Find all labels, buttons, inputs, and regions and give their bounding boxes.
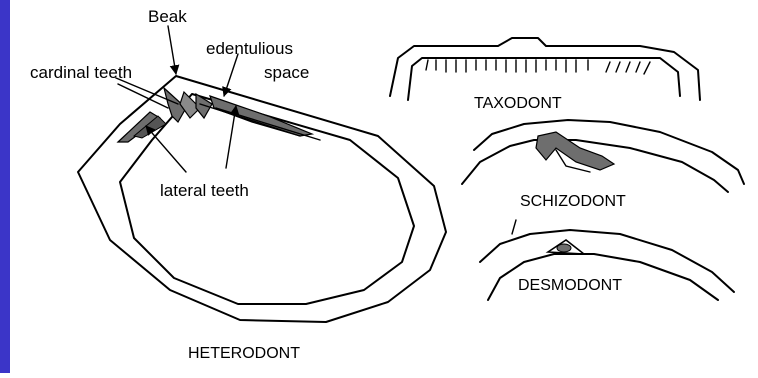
lateral-teeth-label: lateral teeth [160,181,249,200]
lateral-arrow [146,126,186,172]
desmodont-ligament-line [512,220,516,234]
left-accent-bar [0,0,10,373]
beak-label: Beak [148,7,187,26]
edentulous-label: edentulious [206,39,293,58]
heterodont-caption: HETERODONT [188,345,300,362]
schizodont-tooth [536,132,614,170]
desmodont-resilium [557,244,571,252]
lateral-arrow [226,106,236,168]
heterodont-shell [78,76,446,322]
desmodont-caption: DESMODONT [518,277,622,294]
taxodont-teeth [426,60,650,74]
heterodont-teeth [118,88,320,142]
taxodont-caption: TAXODONT [474,95,562,112]
taxodont-hinge [390,38,700,100]
hinge-teeth-diagram: Beak edentulious space cardinal teeth la… [10,0,758,373]
schizodont-caption: SCHIZODONT [520,193,626,210]
heterodont-outer-outline [78,76,446,322]
edentulous-arrow [224,54,238,96]
beak-arrow [168,26,176,74]
cardinal-teeth-label: cardinal teeth [30,63,132,82]
schizodont-hinge [462,120,744,192]
edentulous-label: space [264,63,309,82]
